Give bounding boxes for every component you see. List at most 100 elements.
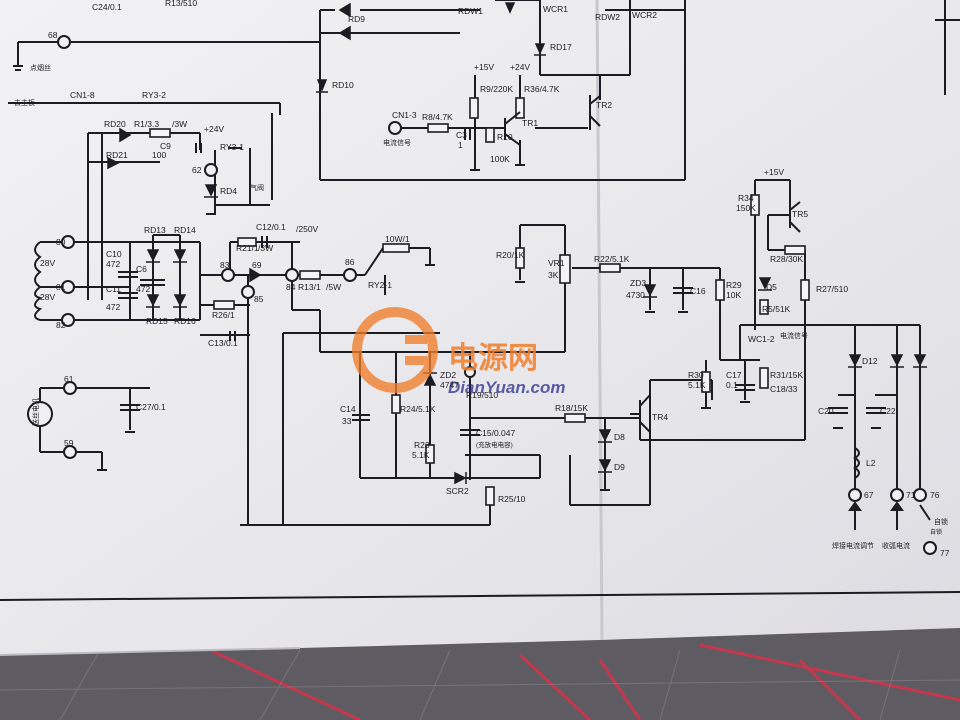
label-rd20: RD20 <box>104 119 126 129</box>
label-rd14: RD14 <box>174 225 196 235</box>
label-tr1: TR1 <box>522 118 538 128</box>
label-n68: 68 <box>48 30 58 40</box>
paper-sheet <box>0 0 960 655</box>
watermark-cn: 电源网 <box>448 342 538 375</box>
label-n80: 80 <box>56 237 66 247</box>
label-r22: R22/5.1K <box>594 254 630 264</box>
label-r13-510: R13/510 <box>165 0 197 8</box>
label-d8: D8 <box>614 432 625 442</box>
label-c16: C16 <box>690 286 706 296</box>
label-scr2: SCR2 <box>446 486 469 496</box>
label-r1: R1/3.3 <box>134 119 159 129</box>
label-r34-value: 150K <box>736 203 756 213</box>
label-r10-value: 100K <box>490 154 510 164</box>
label-cn1-3: CN1-3 <box>392 110 417 120</box>
label-r21: R21/1 <box>236 243 259 253</box>
capacitors <box>118 128 886 436</box>
label-c6-value: 472 <box>136 284 150 294</box>
inductor-l2 <box>853 447 860 479</box>
label-small-2: 锁 <box>936 528 942 536</box>
label-r10: R10 <box>497 132 513 142</box>
label-c11-value: 472 <box>106 302 120 312</box>
label-motor: 送丝电机 <box>31 398 40 426</box>
label-c14-value: 33 <box>342 416 352 426</box>
label-wire-feed: 点烟丝 <box>30 63 51 72</box>
label-c10-value: 472 <box>106 259 120 269</box>
label-tr5: TR5 <box>792 209 808 219</box>
label-c22: C22 <box>880 406 896 416</box>
label-rd16: RD16 <box>174 316 196 326</box>
label-c15-note: (充放电电容) <box>476 440 513 449</box>
label-zd3-value: 4730 <box>626 290 645 300</box>
label-v28a: 28V <box>40 258 55 268</box>
label-r1-watt: /3W <box>172 119 187 129</box>
label-l2: L2 <box>866 458 876 468</box>
label-r13-1: R13/1 <box>298 282 321 292</box>
label-r24: R24/5.1K <box>400 404 436 414</box>
label-rd10: RD10 <box>332 80 354 90</box>
label-r20: R20/1K <box>496 250 525 260</box>
label-v15b: +15V <box>764 167 784 177</box>
watermark-logo <box>352 307 438 393</box>
label-n62: 62 <box>192 165 202 175</box>
label-c15: C15/0.047 <box>476 428 515 438</box>
label-r13-watt: /5W <box>326 282 341 292</box>
label-rd15: RD15 <box>146 316 168 326</box>
label-c17-value: 0.1 <box>726 380 738 390</box>
label-r29: R29 <box>726 280 742 290</box>
label-r27: R27/510 <box>816 284 848 294</box>
label-d5: D5 <box>766 282 777 292</box>
label-c6: C6 <box>136 264 147 274</box>
label-r36: R36/4.7K <box>524 84 560 94</box>
label-current-signal-2: 电流信号 <box>780 331 808 340</box>
label-n86: 86 <box>345 257 355 267</box>
label-n69: 69 <box>252 260 262 270</box>
label-n61: 61 <box>64 374 74 384</box>
label-input-71: 收弧电流 <box>882 541 910 550</box>
resistors <box>149 97 810 506</box>
label-ry3-1: RY3-1 <box>220 142 244 152</box>
label-n67: 67 <box>864 490 874 500</box>
label-c14: C14 <box>340 404 356 414</box>
label-input-67: 焊接电流调节 <box>832 541 874 550</box>
label-n82: 82 <box>56 320 66 330</box>
label-rd17: RD17 <box>550 42 572 52</box>
label-c20: C20 <box>818 406 834 416</box>
label-r34: R34 <box>738 193 754 203</box>
label-cn1-8: CN1-8 <box>70 90 95 100</box>
red-tape-lines <box>209 643 960 720</box>
label-r19: R19/510 <box>466 390 498 400</box>
label-c9: C9 <box>160 141 171 151</box>
label-n84: 84 <box>286 282 296 292</box>
label-rd9: RD9 <box>348 14 365 24</box>
label-n59: 59 <box>64 438 74 448</box>
label-v24b: +24V <box>204 124 224 134</box>
label-c18: C18/33 <box>770 384 798 394</box>
label-v15a: +15V <box>474 62 494 72</box>
label-c3-value: 1 <box>458 140 463 150</box>
label-n81: 81 <box>56 282 66 292</box>
label-r23-value: 5.1K <box>412 450 430 460</box>
label-c9-value: 100 <box>152 150 166 160</box>
label-to-main: 去主板 <box>14 98 35 107</box>
label-r5: R5/51K <box>762 304 791 314</box>
label-r18: R18/15K <box>555 403 588 413</box>
label-tr4: TR4 <box>652 412 668 422</box>
label-rd13: RD13 <box>144 225 166 235</box>
label-r23: R23 <box>414 440 430 450</box>
label-c27: C27/0.1 <box>136 402 166 412</box>
label-zd3: ZD3 <box>630 278 646 288</box>
label-zd2-value: 4747 <box>440 380 459 390</box>
paper-fold <box>595 0 604 641</box>
label-small-1: 自 <box>930 528 936 536</box>
label-wcr2: WCR2 <box>632 10 657 20</box>
label-c3: C3 <box>456 130 467 140</box>
label-c10: C10 <box>106 249 122 259</box>
label-c17: C17 <box>726 370 742 380</box>
cloth-pattern <box>0 649 960 720</box>
label-r28: R28/30K <box>770 254 803 264</box>
transformer <box>34 241 62 321</box>
label-r31: R31/15K <box>770 370 803 380</box>
label-rdw2: RDW2 <box>595 12 620 22</box>
label-ry2-1: RY2-1 <box>368 280 392 290</box>
